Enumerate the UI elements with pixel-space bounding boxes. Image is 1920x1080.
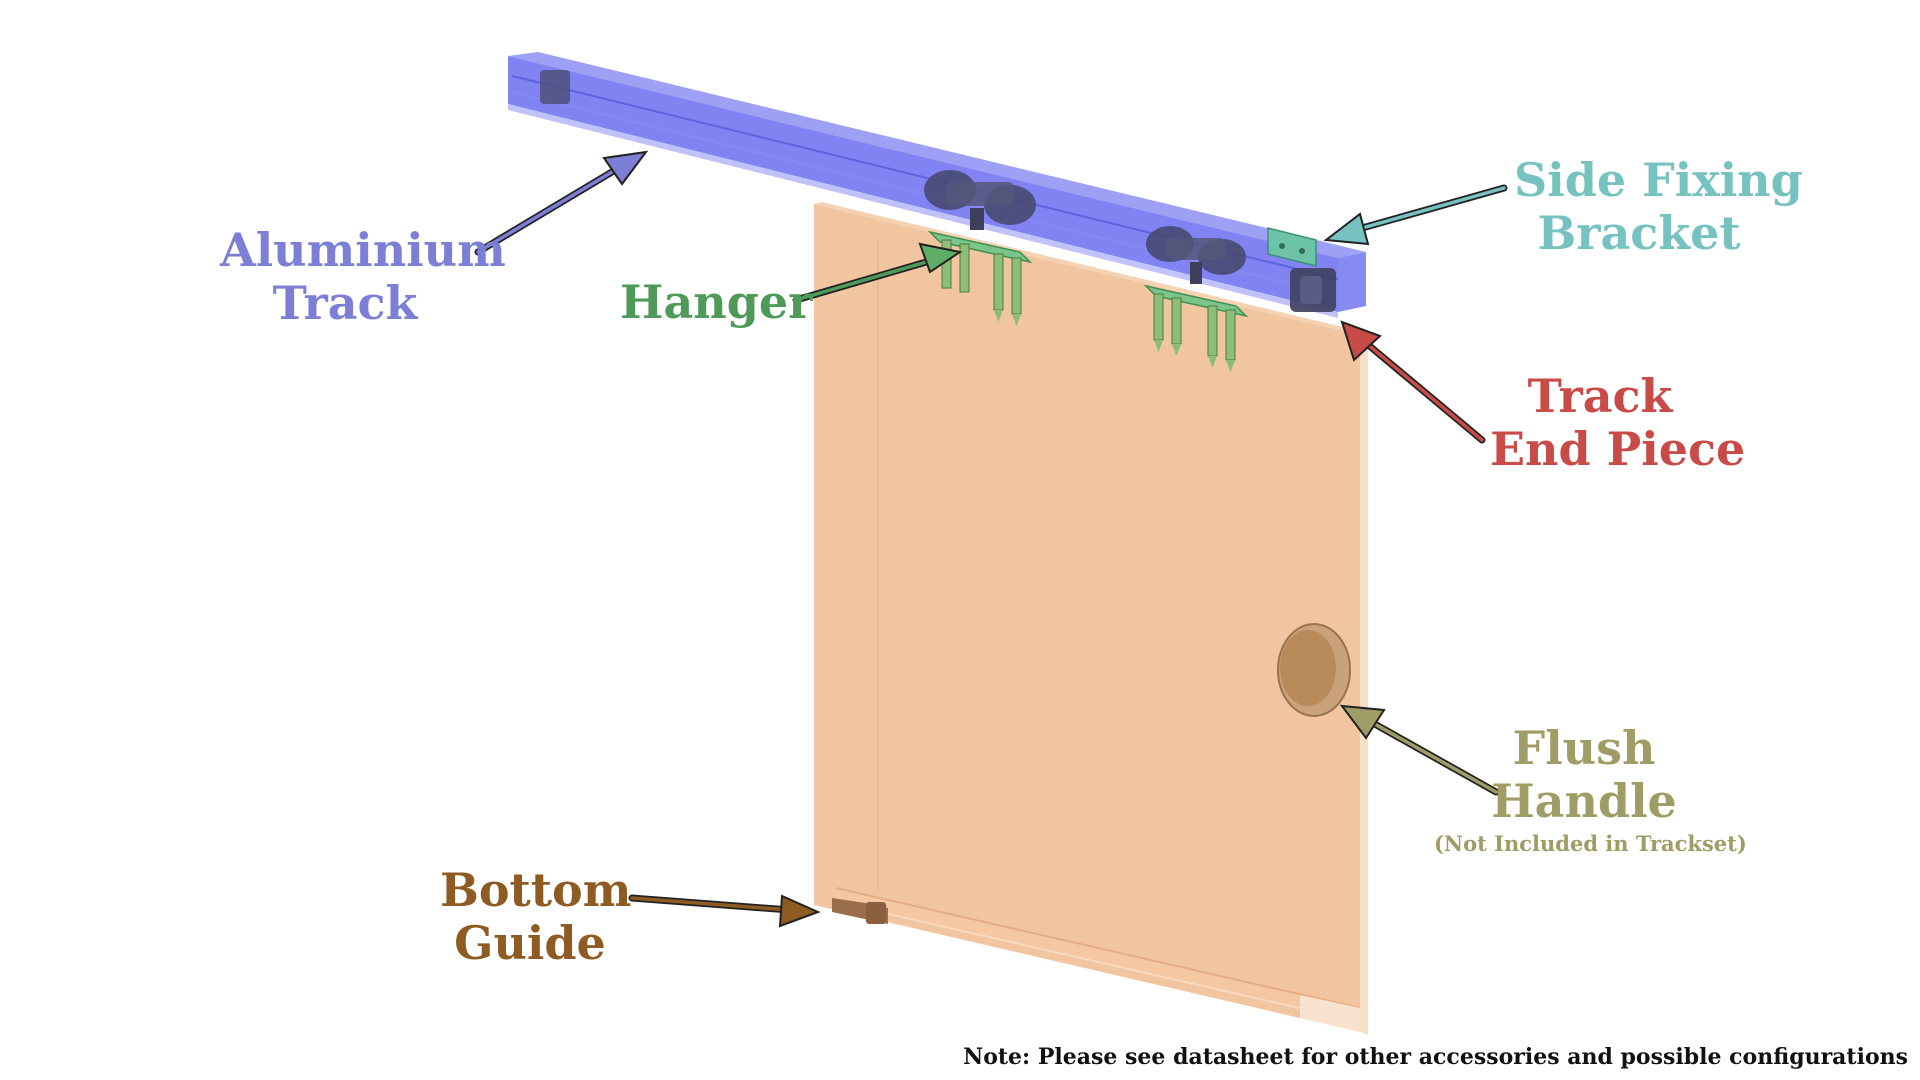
door-top xyxy=(814,202,1368,335)
arrow-head-aluminium-track xyxy=(602,150,649,186)
label-track-end-piece-line2: End Piece xyxy=(1490,422,1746,477)
label-side-fixing-bracket: Side Fixing Bracket xyxy=(1514,153,1803,261)
arrow-head-hanger xyxy=(918,242,963,274)
side-fixing-bracket xyxy=(1267,227,1317,267)
label-flush-handle: Flush Handle (Not Included in Trackset) xyxy=(1434,721,1747,858)
label-aluminium-track: Aluminium Track xyxy=(220,223,506,331)
hanger-assembly-right xyxy=(1143,226,1249,372)
footnote: Note: Please see datasheet for other acc… xyxy=(963,1044,1908,1070)
label-side-fixing-bracket-line1: Side Fixing xyxy=(1514,153,1803,207)
arrow-head-side-fixing-bracket xyxy=(1323,212,1370,246)
track-end-face xyxy=(1338,252,1366,312)
label-track-end-piece: Track End Piece xyxy=(1490,369,1746,477)
arrow-head-track-end-piece xyxy=(1340,320,1382,362)
track-end-piece xyxy=(1290,268,1336,312)
label-hanger: Hanger xyxy=(620,275,813,329)
label-flush-handle-subtitle: (Not Included in Trackset) xyxy=(1434,830,1747,856)
door-bottom-groove xyxy=(836,888,1360,1022)
hanger-plate-right xyxy=(1143,284,1249,318)
label-track-end-piece-line1: Track xyxy=(1527,369,1673,423)
label-hanger-line1: Hanger xyxy=(620,275,813,329)
label-side-fixing-bracket-line2: Bracket xyxy=(1537,206,1741,261)
label-aluminium-track-line2: Track xyxy=(272,276,418,331)
arrow-head-flush-handle xyxy=(1339,704,1386,740)
bottom-guide xyxy=(832,898,888,924)
door-panel xyxy=(814,202,1368,1035)
leader-arrows xyxy=(474,150,1508,928)
label-flush-handle-line2: Handle xyxy=(1491,774,1677,829)
track-stopper xyxy=(540,70,570,104)
track-top xyxy=(508,52,1366,258)
door-edge xyxy=(1360,335,1368,1035)
arrow-head-bottom-guide xyxy=(778,894,821,928)
label-bottom-guide-line2: Guide xyxy=(454,916,606,971)
label-flush-handle-line1: Flush xyxy=(1512,721,1656,775)
label-aluminium-track-line1: Aluminium xyxy=(220,223,506,277)
track-front xyxy=(508,56,1338,312)
label-bottom-guide: Bottom Guide xyxy=(440,863,632,971)
hanger-plate-left xyxy=(927,230,1033,264)
flush-handle xyxy=(1277,623,1351,717)
label-bottom-guide-line1: Bottom xyxy=(440,863,632,917)
door-face xyxy=(814,204,1360,1032)
hanger-assembly-left xyxy=(924,170,1036,326)
